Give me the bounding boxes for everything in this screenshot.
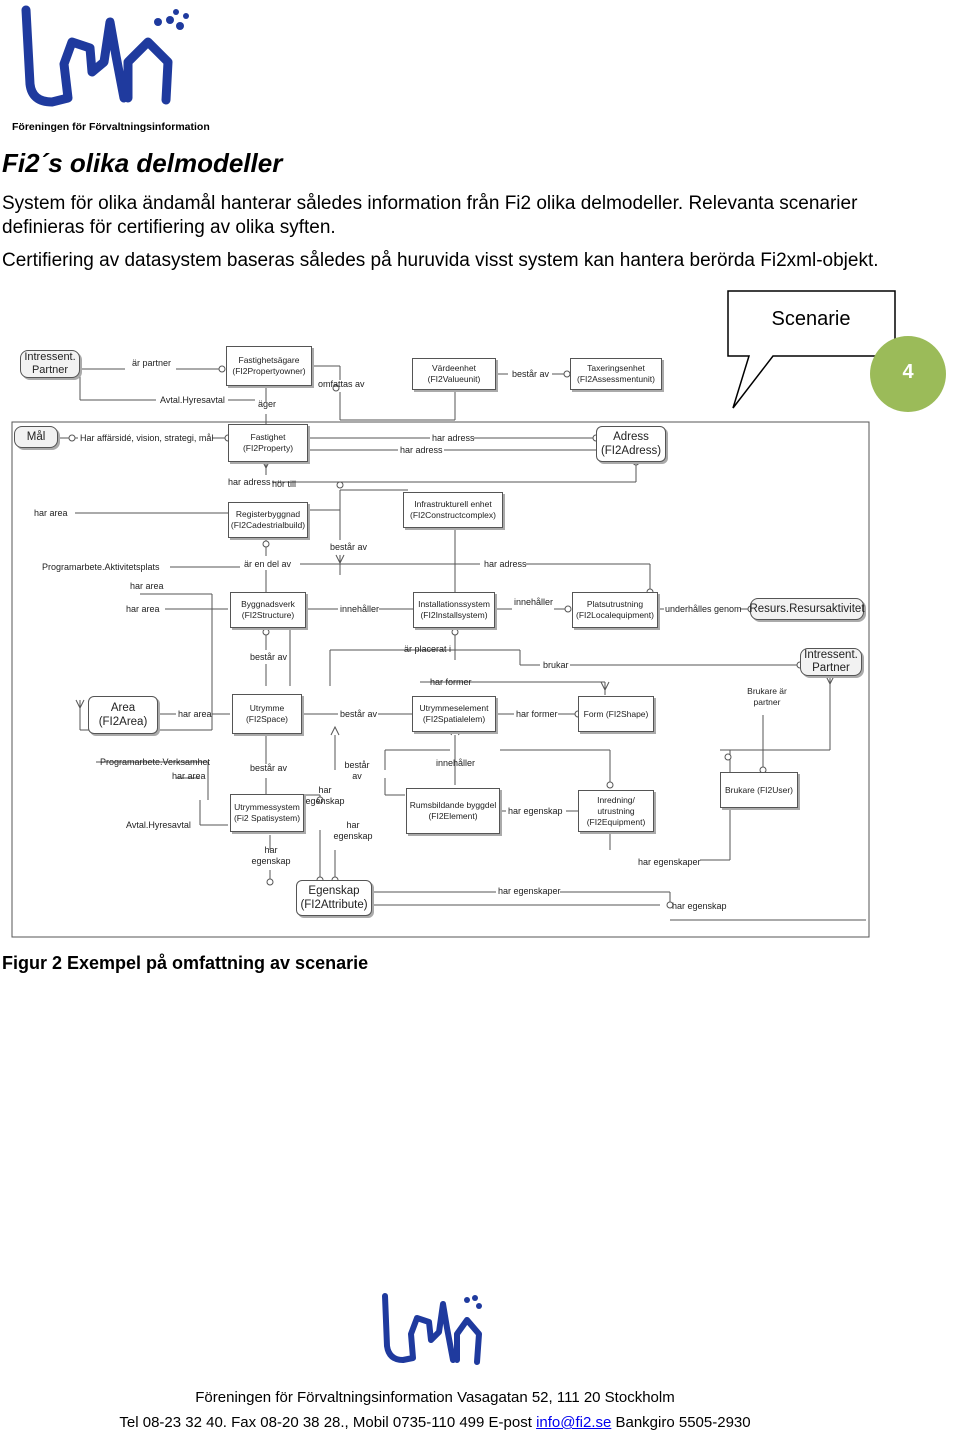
relation-har-area-2: har area — [130, 581, 164, 591]
relation-har-egenskap-1: har egenskap — [305, 785, 345, 806]
scenario-diagram: Intressent. Partner Fastighetsägare (FI2… — [0, 330, 960, 950]
relation-har-adress-2: har adress — [400, 445, 443, 455]
relation-avtal-hyresavtal-top: Avtal.Hyresavtal — [160, 395, 225, 405]
entity-byggnadsverk[interactable]: Byggnadsverk (FI2Structure) — [230, 592, 306, 628]
entity-vardeenhet[interactable]: Värdeenhet (FI2Valueunit) — [412, 358, 496, 390]
entity-area[interactable]: Area (FI2Area) — [88, 696, 158, 734]
diagram-connectors — [11, 365, 870, 938]
footer-email-link[interactable]: info@fi2.se — [536, 1414, 612, 1431]
relation-har-former-2: har former — [516, 709, 558, 719]
relation-har-area-3: har area — [126, 604, 160, 614]
relation-har-egenskap-3: har egenskap — [508, 806, 563, 816]
org-name: Föreningen för Förvaltningsinformation — [12, 121, 210, 133]
relation-ar-partner: är partner — [132, 358, 172, 368]
relation-avtal-hyresavtal-bottom: Avtal.Hyresavtal — [126, 820, 191, 830]
scenario-callout — [727, 290, 896, 409]
relation-brukar: brukar — [543, 660, 569, 670]
relation-bestar-av-4: består av — [340, 709, 378, 719]
relation-hor-till: hör till — [272, 479, 297, 489]
relation-bestar-av-6: består av — [344, 760, 370, 781]
relation-underhalles-genom: underhålles genom — [665, 604, 742, 614]
fi2-logo-icon — [21, 5, 189, 107]
relation-ar-placerat-i: är placerat i — [404, 644, 452, 654]
relation-bestar-av-5: består av — [250, 763, 288, 773]
relation-har-egenskaper-2: har egenskaper — [498, 886, 561, 896]
entity-utrymmessystem[interactable]: Utrymmessystem (Fi2 Spatisystem) — [230, 794, 304, 832]
footer-bankgiro-text: Bankgiro 5505-2930 — [611, 1414, 751, 1431]
diagram-frame — [11, 421, 870, 938]
certification-paragraph: Certifiering av datasystem baseras såled… — [2, 250, 879, 271]
entity-installationssystem[interactable]: Installationssystem (FI2Installsystem) — [413, 592, 495, 628]
footer-contact-text: Tel 08-23 32 40. Fax 08-20 38 28., Mobil… — [119, 1414, 537, 1431]
entity-fastighetsagare[interactable]: Fastighetsägare (FI2Propertyowner) — [226, 346, 312, 386]
entity-intressent-partner-top[interactable]: Intressent. Partner — [20, 350, 80, 378]
relation-har-area-4: har area — [178, 709, 212, 719]
relation-har-area-1: har area — [34, 508, 68, 518]
entity-utrymme[interactable]: Utrymme (FI2Space) — [232, 694, 302, 734]
relation-har-adress-3: har adress — [228, 477, 271, 487]
relation-programarbete-verksamhet: Programarbete.Verksamhet — [100, 757, 211, 767]
relation-ager: äger — [258, 399, 277, 409]
relation-bestar-av-top: består av — [512, 369, 550, 379]
scenario-label: Scenarie — [771, 308, 851, 330]
intro-paragraph: System för olika ändamål hanterar sålede… — [2, 193, 858, 238]
entity-adress[interactable]: Adress (FI2Adress) — [596, 426, 666, 462]
relation-har-egenskap-2: har egenskap — [333, 820, 373, 841]
entity-infrastrukturell-enhet[interactable]: Infrastrukturell enhet (FI2Constructcomp… — [403, 492, 503, 528]
relation-har-egenskap-4: har egenskap — [251, 845, 291, 866]
relation-programarbete-aktivitetsplats: Programarbete.Aktivitetsplats — [42, 562, 160, 572]
entity-utrymmeselement[interactable]: Utrymmeselement (FI2Spatialelem) — [412, 696, 496, 732]
entity-intressent-partner-right[interactable]: Intressent. Partner — [800, 648, 862, 676]
relation-har-egenskap-5: har egenskap — [672, 901, 727, 911]
relation-innehaller-1: innehåller — [340, 604, 380, 614]
relation-ar-en-del-av: är en del av — [244, 559, 292, 569]
footer-contact-line: Tel 08-23 32 40. Fax 08-20 38 28., Mobil… — [0, 1414, 870, 1431]
entity-brukare-partner[interactable]: Brukare är partner — [738, 682, 796, 712]
page-number: 4 — [902, 361, 914, 383]
relation-har-affarside: Har affärsidé, vision, strategi, mål — [80, 433, 214, 443]
entity-platsutrustning[interactable]: Platsutrustning (FI2Localequipment) — [572, 592, 658, 628]
entity-resurs-resursaktivitet[interactable]: Resurs.Resursaktivitet — [749, 598, 865, 620]
page-number-badge — [870, 336, 946, 412]
relation-har-adress-1: har adress — [432, 433, 475, 443]
entity-rumsbildande-byggdel[interactable]: Rumsbildande byggdel (FI2Element) — [406, 788, 500, 834]
relation-har-adress-4: har adress — [484, 559, 527, 569]
relation-omfattas-av: omfattas av — [318, 379, 365, 389]
relation-innehaller-2: innehåller — [514, 597, 554, 607]
entity-registerbyggnad[interactable]: Registerbyggnad (FI2Cadestrialbuild) — [228, 502, 308, 538]
relation-innehaller-3: innehåller — [436, 758, 476, 768]
footer-org-line: Föreningen för Förvaltningsinformation V… — [195, 1389, 675, 1406]
entity-taxeringsenhet[interactable]: Taxeringsenhet (FI2Assessmentunit) — [570, 358, 662, 390]
relation-har-egenskaper-1: har egenskaper — [638, 857, 701, 867]
relation-bestar-av-3: består av — [250, 652, 288, 662]
fi2-logo-bottom-icon — [382, 1293, 482, 1365]
entity-fastighet[interactable]: Fastighet (FI2Property) — [228, 424, 308, 462]
relation-har-former-1: har former — [430, 677, 472, 687]
entity-mal[interactable]: Mål — [14, 426, 58, 448]
page-title: Fi2´s olika delmodeller — [2, 148, 283, 178]
relation-bestar-av-2: består av — [330, 542, 368, 552]
relation-har-area-5: har area — [172, 771, 206, 781]
entity-form[interactable]: Form (FI2Shape) — [578, 696, 654, 732]
entity-brukare[interactable]: Brukare (FI2User) — [720, 772, 798, 808]
entity-egenskap[interactable]: Egenskap (FI2Attribute) — [296, 880, 372, 916]
figure-caption: Figur 2 Exempel på omfattning av scenari… — [2, 953, 369, 973]
entity-inredning-utrustning[interactable]: Inredning/ utrustning (FI2Equipment) — [578, 790, 654, 832]
